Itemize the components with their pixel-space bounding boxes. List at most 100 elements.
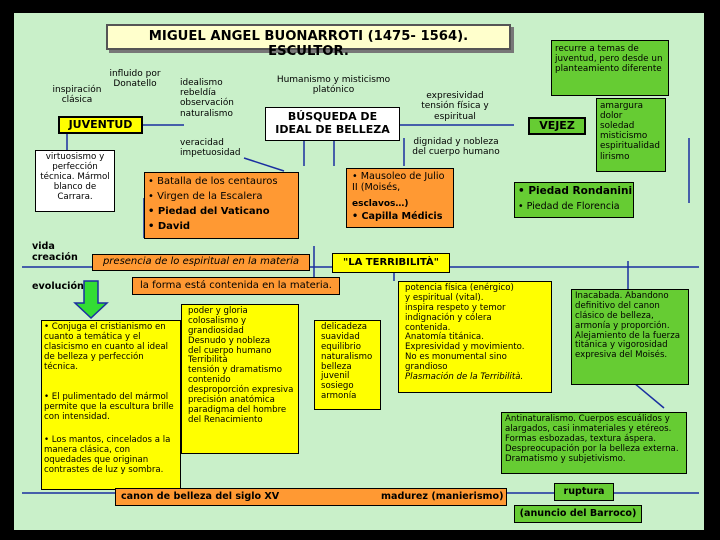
connector	[633, 382, 665, 409]
madurez-label: madurez (manierismo)	[381, 491, 504, 502]
delicadeza-item: suavidad	[321, 331, 360, 342]
work-item: • Virgen de la Escalera	[148, 191, 263, 202]
potencia-list: potencia física (enérgico) y espiritual …	[405, 283, 551, 383]
potencia-box: potencia física (enérgico) y espiritual …	[398, 281, 552, 393]
poder-item: contenido	[188, 375, 231, 386]
capilla-line: • Capilla Médicis	[352, 211, 443, 222]
presencia-box: presencia de lo espiritual en la materia	[92, 254, 310, 271]
virtuosismo-box: virtuosismo y perfección técnica. Mármol…	[35, 150, 115, 212]
antinaturalismo-box: Antinaturalismo. Cuerpos escuálidos y al…	[501, 412, 687, 474]
delicadeza-item: delicadeza	[321, 322, 368, 332]
evolucion-label: evolución	[32, 281, 84, 292]
recurre-text: recurre a temas de juventud, pero desde …	[555, 44, 663, 75]
potencia-item: Expresividad y movimiento.	[405, 342, 525, 353]
mantos-text: • Los mantos, cincelados a la manera clá…	[44, 435, 171, 475]
evolution-arrow-icon	[73, 280, 109, 320]
trait: observación	[180, 98, 234, 109]
trait: rebeldía	[180, 88, 217, 99]
delicadeza-item: equilibrio	[321, 341, 361, 352]
amargura-list: amargura dolor soledad misticismo espiri…	[600, 101, 666, 162]
potencia-item: potencia física (enérgico)	[405, 283, 514, 293]
page-title: MIGUEL ANGEL BUONARROTI (1475- 1564). ES…	[148, 29, 469, 60]
delicadeza-item: armonía	[321, 391, 357, 402]
delicadeza-item: sosiego	[321, 381, 354, 392]
poder-item: del cuerpo humano	[188, 345, 272, 356]
poder-item: Terribilità	[188, 355, 228, 366]
busqueda-box: BÚSQUEDA DE IDEAL DE BELLEZA	[265, 107, 400, 141]
potencia-item: indignación y cólera	[405, 312, 492, 323]
piedad-florencia: • Piedad de Florencia	[518, 201, 620, 212]
delicadeza-item: belleza juvenil	[321, 361, 352, 382]
traits-top: idealismo rebeldía observación naturalis…	[180, 78, 252, 119]
anuncio-box: (anuncio del Barroco)	[514, 505, 642, 523]
mausoleo-line: • Mausoleo de Julio II (Moisés,	[352, 171, 445, 194]
traits-bottom: veracidad impetuosidad	[180, 138, 252, 158]
esclavos-line: esclavos…)	[352, 199, 409, 209]
work-item: • David	[148, 221, 191, 232]
canon-label: canon de belleza del siglo XV	[121, 491, 280, 502]
influido-label: influido por Donatello	[109, 69, 161, 90]
recurre-box: recurre a temas de juventud, pero desde …	[551, 40, 669, 96]
poder-item: del Renacimiento	[188, 414, 263, 425]
expresividad-label: expresividad tensión física y espiritual	[421, 91, 489, 122]
potencia-item: inspira respeto y temor	[405, 302, 506, 313]
poder-item: precisión anatómica	[188, 394, 275, 405]
trait: veracidad	[180, 138, 224, 148]
timeline-bar: canon de belleza del siglo XV madurez (m…	[115, 488, 507, 506]
work-item: • Piedad del Vaticano	[148, 206, 270, 217]
poder-item: desproporción expresiva	[188, 385, 294, 395]
poder-item: colosalismo y	[188, 315, 247, 326]
terribilita-box: "LA TERRIBILITÀ"	[332, 253, 450, 273]
conjuga-text: • Conjuga el cristianismo en cuanto a te…	[44, 322, 169, 372]
pulimentado-text: • El pulimentado del mármol permite que …	[44, 392, 174, 422]
potencia-item: y espiritual (vital).	[405, 292, 484, 303]
poder-item: Desnudo y nobleza	[188, 335, 271, 346]
dignidad-label: dignidad y nobleza del cuerpo humano	[412, 137, 500, 158]
poder-box: poder y gloria colosalismo y grandiosida…	[181, 304, 299, 454]
conjuga-box: • Conjuga el cristianismo en cuanto a te…	[41, 320, 181, 490]
busqueda-label: BÚSQUEDA DE IDEAL DE BELLEZA	[275, 110, 390, 136]
delicadeza-list: delicadeza suavidad equilibrio naturalis…	[321, 322, 381, 402]
trait: naturalismo	[180, 108, 233, 119]
work-item: • Batalla de los centauros	[148, 176, 278, 187]
vida-creacion-label: vida creación	[32, 241, 78, 264]
poder-item: tensión y dramatismo	[188, 365, 282, 376]
inacabada-text: Inacabada. Abandono definitivo del canon…	[575, 291, 680, 361]
amargura-item: lirismo	[600, 151, 630, 162]
antinaturalismo-text: Antinaturalismo. Cuerpos escuálidos y al…	[505, 414, 679, 464]
terribilita-label: "LA TERRIBILITÀ"	[342, 257, 439, 268]
potencia-item: contenida.	[405, 322, 451, 333]
poder-list: poder y gloria colosalismo y grandiosida…	[188, 306, 298, 426]
amargura-item: amargura	[600, 101, 643, 111]
vejez-box: VEJEZ	[528, 117, 586, 135]
delicadeza-item: naturalismo	[321, 351, 373, 362]
amargura-item: espiritualidad	[600, 141, 660, 152]
title-box: MIGUEL ANGEL BUONARROTI (1475- 1564). ES…	[106, 24, 511, 59]
anuncio-label: (anuncio del Barroco)	[519, 508, 637, 519]
piedad-rondanini: • Piedad Rondanini	[518, 185, 633, 197]
forma-box: la forma está contenida en la materia.	[132, 277, 340, 295]
amargura-item: soledad	[600, 121, 635, 132]
presencia-label: presencia de lo espiritual en la materia	[102, 256, 300, 267]
inacabada-box: Inacabada. Abandono definitivo del canon…	[571, 289, 689, 385]
amargura-item: misticismo	[600, 131, 648, 142]
juventud-box: JUVENTUD	[58, 116, 143, 134]
poder-item: paradigma del hombre	[188, 404, 287, 415]
forma-label: la forma está contenida en la materia.	[140, 280, 332, 291]
juventud-label: JUVENTUD	[68, 118, 133, 131]
vejez-label: VEJEZ	[539, 119, 575, 132]
works-mid-box: • Mausoleo de Julio II (Moisés, esclavos…	[346, 168, 454, 228]
humanismo-label: Humanismo y misticismo platónico	[276, 75, 391, 96]
ruptura-label: ruptura	[563, 486, 605, 497]
trait: impetuosidad	[180, 148, 241, 159]
delicadeza-box: delicadeza suavidad equilibrio naturalis…	[314, 320, 381, 410]
works-youth-box: • Batalla de los centauros • Virgen de l…	[144, 172, 299, 239]
virtuosismo-text: virtuosismo y perfección técnica. Mármol…	[40, 152, 110, 202]
amargura-box: amargura dolor soledad misticismo espiri…	[596, 98, 666, 172]
poder-item: poder y gloria	[188, 306, 248, 316]
potencia-item: Plasmación de la Terribilità.	[405, 371, 524, 382]
ruptura-box: ruptura	[554, 483, 614, 501]
potencia-item: No es monumental sino grandioso	[405, 352, 507, 372]
piedad-box: • Piedad Rondanini • Piedad de Florencia	[514, 182, 634, 218]
